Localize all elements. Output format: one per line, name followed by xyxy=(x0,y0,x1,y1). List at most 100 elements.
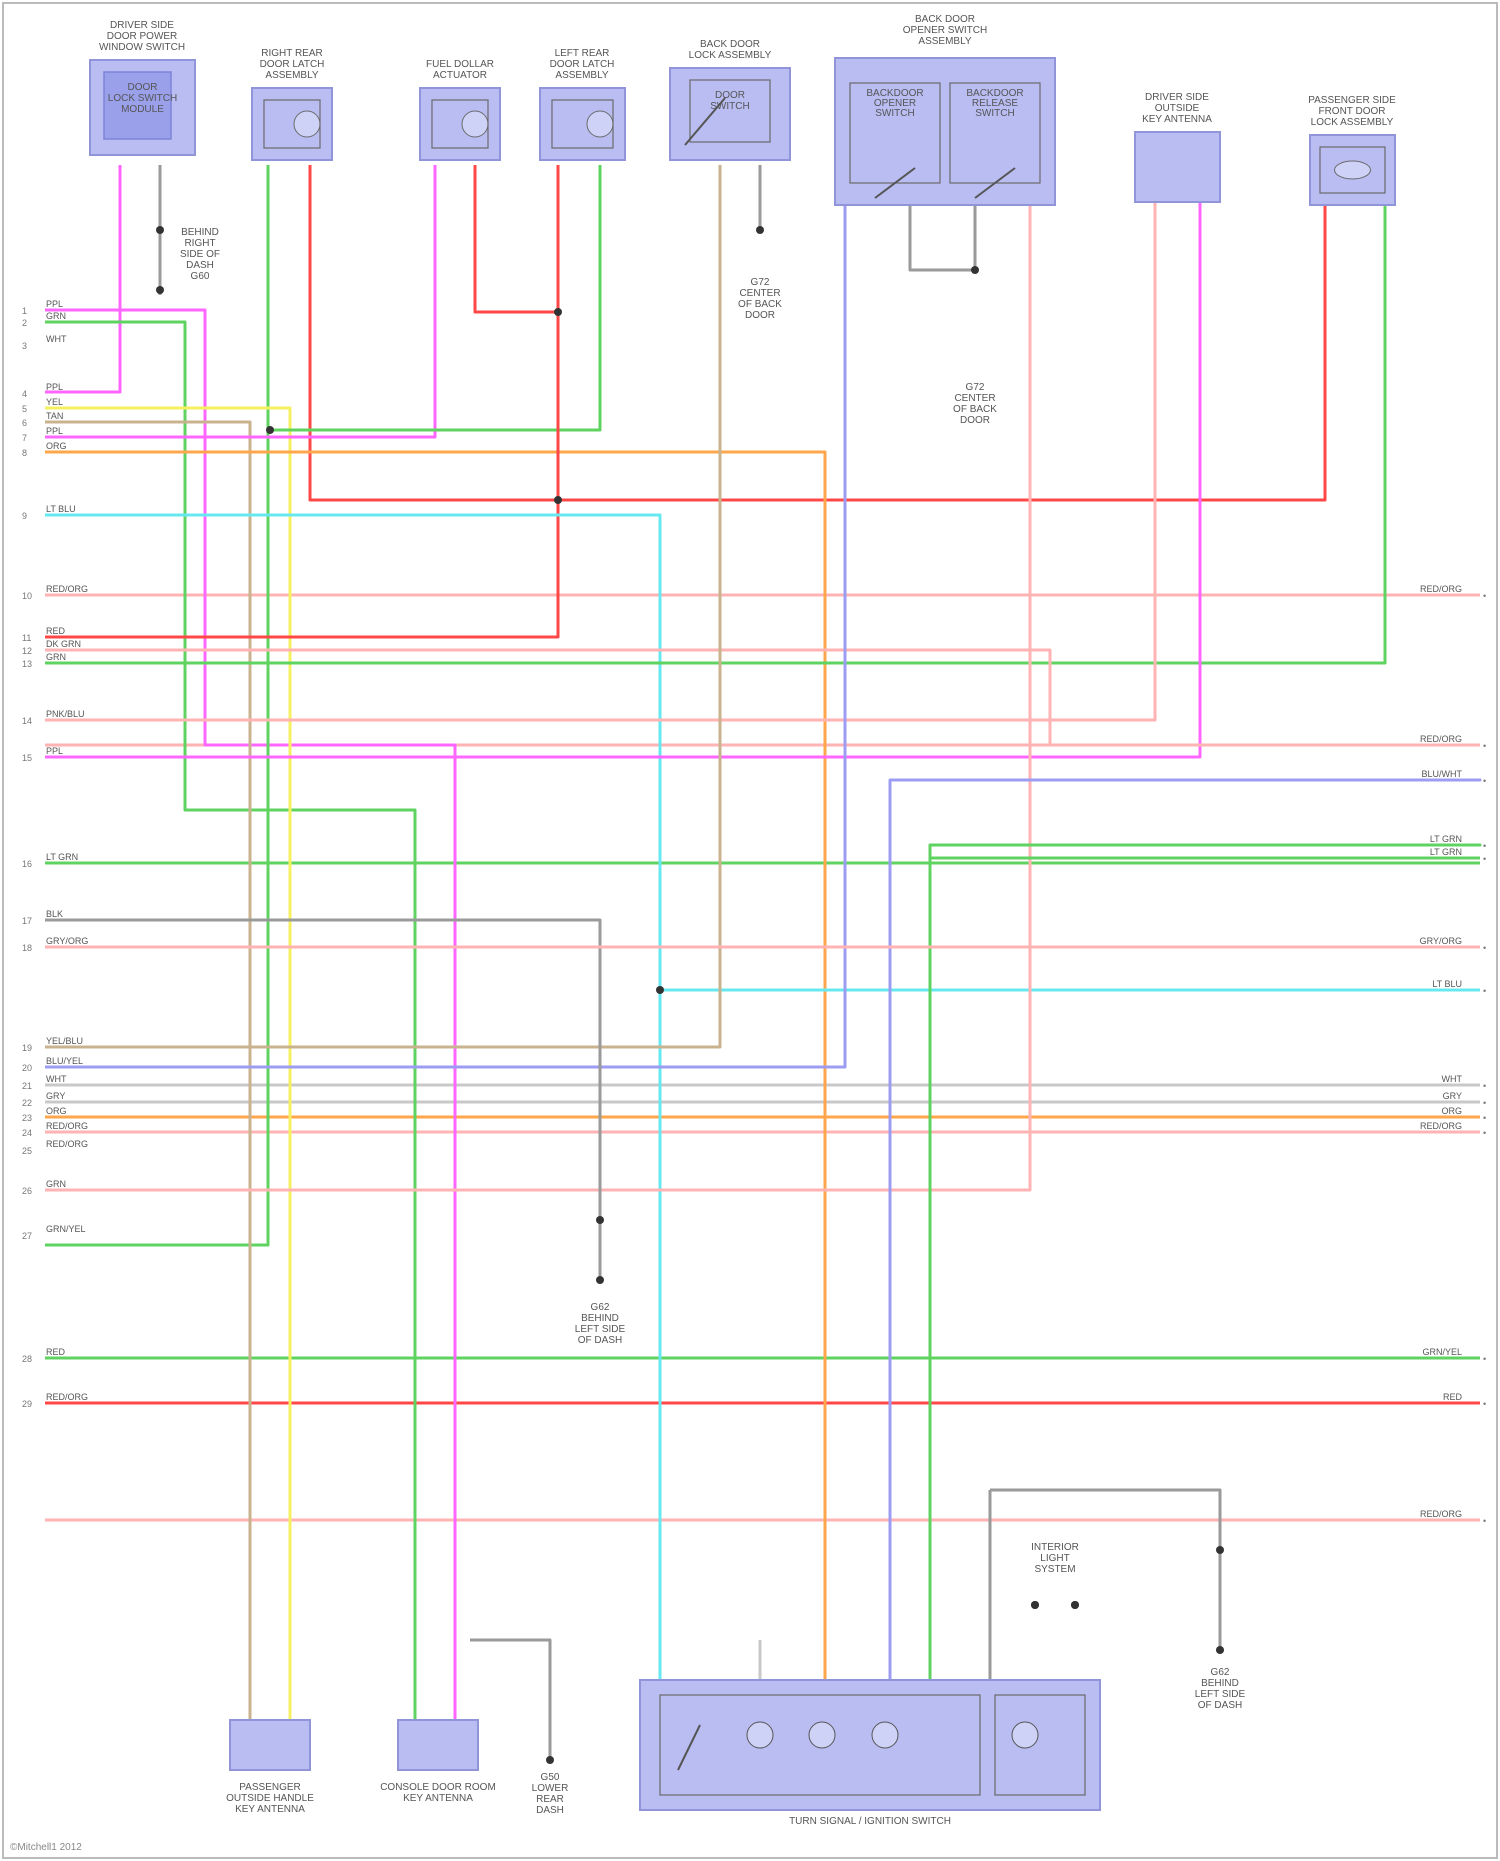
left-wire-label: YEL/BLU xyxy=(46,1036,83,1046)
left-pin-number: 5 xyxy=(22,404,27,414)
left-wire-label: RED/ORG xyxy=(46,584,88,594)
right-wire-label: LT GRN xyxy=(1430,847,1462,857)
right-pin-marker: • xyxy=(1483,841,1486,851)
right-pin-marker: • xyxy=(1483,1399,1486,1409)
bottom-component-steering_switch: TURN SIGNAL / IGNITION SWITCH xyxy=(640,1680,1100,1827)
left-pin-number: 15 xyxy=(22,753,32,763)
left-wire-label: DK GRN xyxy=(46,639,81,649)
component-body xyxy=(398,1720,478,1770)
left-pin-number: 23 xyxy=(22,1113,32,1123)
left-wire-label: TAN xyxy=(46,411,63,421)
left-pin-number: 10 xyxy=(22,591,32,601)
right-wire-label: GRY xyxy=(1443,1091,1462,1101)
left-pin-number: 24 xyxy=(22,1128,32,1138)
right-pin-marker: • xyxy=(1483,943,1486,953)
left-wire-label: WHT xyxy=(46,334,67,344)
right-pin-marker: • xyxy=(1483,1081,1486,1091)
splice-dot xyxy=(156,286,164,294)
left-pin-number: 18 xyxy=(22,943,32,953)
indicator-lamp-icon xyxy=(1012,1722,1038,1748)
actuator-motor-icon xyxy=(587,111,613,137)
splice-dot xyxy=(266,426,274,434)
right-wire-label: LT BLU xyxy=(1432,979,1462,989)
left-wire-label: RED/ORG xyxy=(46,1139,88,1149)
left-pin-number: 27 xyxy=(22,1231,32,1241)
left-wire-label: RED xyxy=(46,1347,66,1357)
left-wire-label: GRN/YEL xyxy=(46,1224,86,1234)
component-caption: TURN SIGNAL / IGNITION SWITCH xyxy=(789,1816,951,1827)
component-body xyxy=(670,68,790,160)
left-wire-label: PNK/BLU xyxy=(46,709,85,719)
right-pin-marker: • xyxy=(1483,776,1486,786)
left-wire-label: WHT xyxy=(46,1074,67,1084)
left-wire-label: YEL xyxy=(46,397,63,407)
right-pin-marker: • xyxy=(1483,1516,1486,1526)
actuator-motor-icon xyxy=(462,111,488,137)
right-pin-marker: • xyxy=(1483,1098,1486,1108)
left-wire-label: PPL xyxy=(46,426,63,436)
right-pin-marker: • xyxy=(1483,591,1486,601)
splice-dot xyxy=(756,226,764,234)
left-pin-number: 26 xyxy=(22,1186,32,1196)
left-wire-label: PPL xyxy=(46,746,63,756)
indicator-lamp-icon xyxy=(747,1722,773,1748)
left-pin-number: 13 xyxy=(22,659,32,669)
right-pin-marker: • xyxy=(1483,854,1486,864)
splice-dot xyxy=(971,266,979,274)
footer-credit: ©Mitchell1 2012 xyxy=(10,1842,82,1853)
left-pin-number: 29 xyxy=(22,1399,32,1409)
right-pin-marker: • xyxy=(1483,986,1486,996)
left-pin-number: 6 xyxy=(22,418,27,428)
left-pin-number: 11 xyxy=(22,633,31,643)
right-wire-label: LT GRN xyxy=(1430,834,1462,844)
right-wire-label: WHT xyxy=(1442,1074,1463,1084)
left-pin-number: 4 xyxy=(22,389,27,399)
left-pin-number: 12 xyxy=(22,646,32,656)
left-pin-number: 19 xyxy=(22,1043,32,1053)
left-pin-number: 8 xyxy=(22,448,27,458)
left-wire-label: PPL xyxy=(46,382,63,392)
left-pin-number: 1 xyxy=(22,306,27,316)
left-pin-number: 28 xyxy=(22,1354,32,1364)
left-wire-label: BLK xyxy=(46,909,63,919)
splice-dot xyxy=(546,1756,554,1764)
left-wire-label: RED xyxy=(46,626,66,636)
left-wire-label: ORG xyxy=(46,1106,67,1116)
left-wire-label: RED/ORG xyxy=(46,1121,88,1131)
right-wire-label: RED/ORG xyxy=(1420,584,1462,594)
splice-dot xyxy=(156,226,164,234)
left-wire-label: GRN xyxy=(46,652,66,662)
left-pin-number: 14 xyxy=(22,716,32,726)
component-caption: BACK DOORLOCK ASSEMBLY xyxy=(689,39,772,61)
left-pin-number: 25 xyxy=(22,1146,32,1156)
splice-dot xyxy=(554,308,562,316)
component-caption: PASSENGER SIDEFRONT DOORLOCK ASSEMBLY xyxy=(1308,95,1396,128)
light-terminal-dot xyxy=(1031,1601,1039,1609)
left-pin-number: 20 xyxy=(22,1063,32,1073)
right-wire-label: GRN/YEL xyxy=(1422,1347,1462,1357)
right-pin-marker: • xyxy=(1483,1354,1486,1364)
left-wire-label: BLU/YEL xyxy=(46,1056,83,1066)
left-wire-label: LT BLU xyxy=(46,504,76,514)
indicator-lamp-icon xyxy=(809,1722,835,1748)
light-terminal-dot xyxy=(1071,1601,1079,1609)
left-wire-label: GRY xyxy=(46,1091,65,1101)
left-pin-number: 3 xyxy=(22,341,27,351)
splice-dot xyxy=(596,1276,604,1284)
left-pin-number: 21 xyxy=(22,1081,32,1091)
left-pin-number: 22 xyxy=(22,1098,32,1108)
right-pin-marker: • xyxy=(1483,1113,1486,1123)
left-pin-number: 17 xyxy=(22,916,32,926)
component-caption: FUEL DOLLARACTUATOR xyxy=(426,59,494,81)
component-body xyxy=(1135,132,1220,202)
left-wire-label: ORG xyxy=(46,441,67,451)
left-wire-label: RED/ORG xyxy=(46,1392,88,1402)
